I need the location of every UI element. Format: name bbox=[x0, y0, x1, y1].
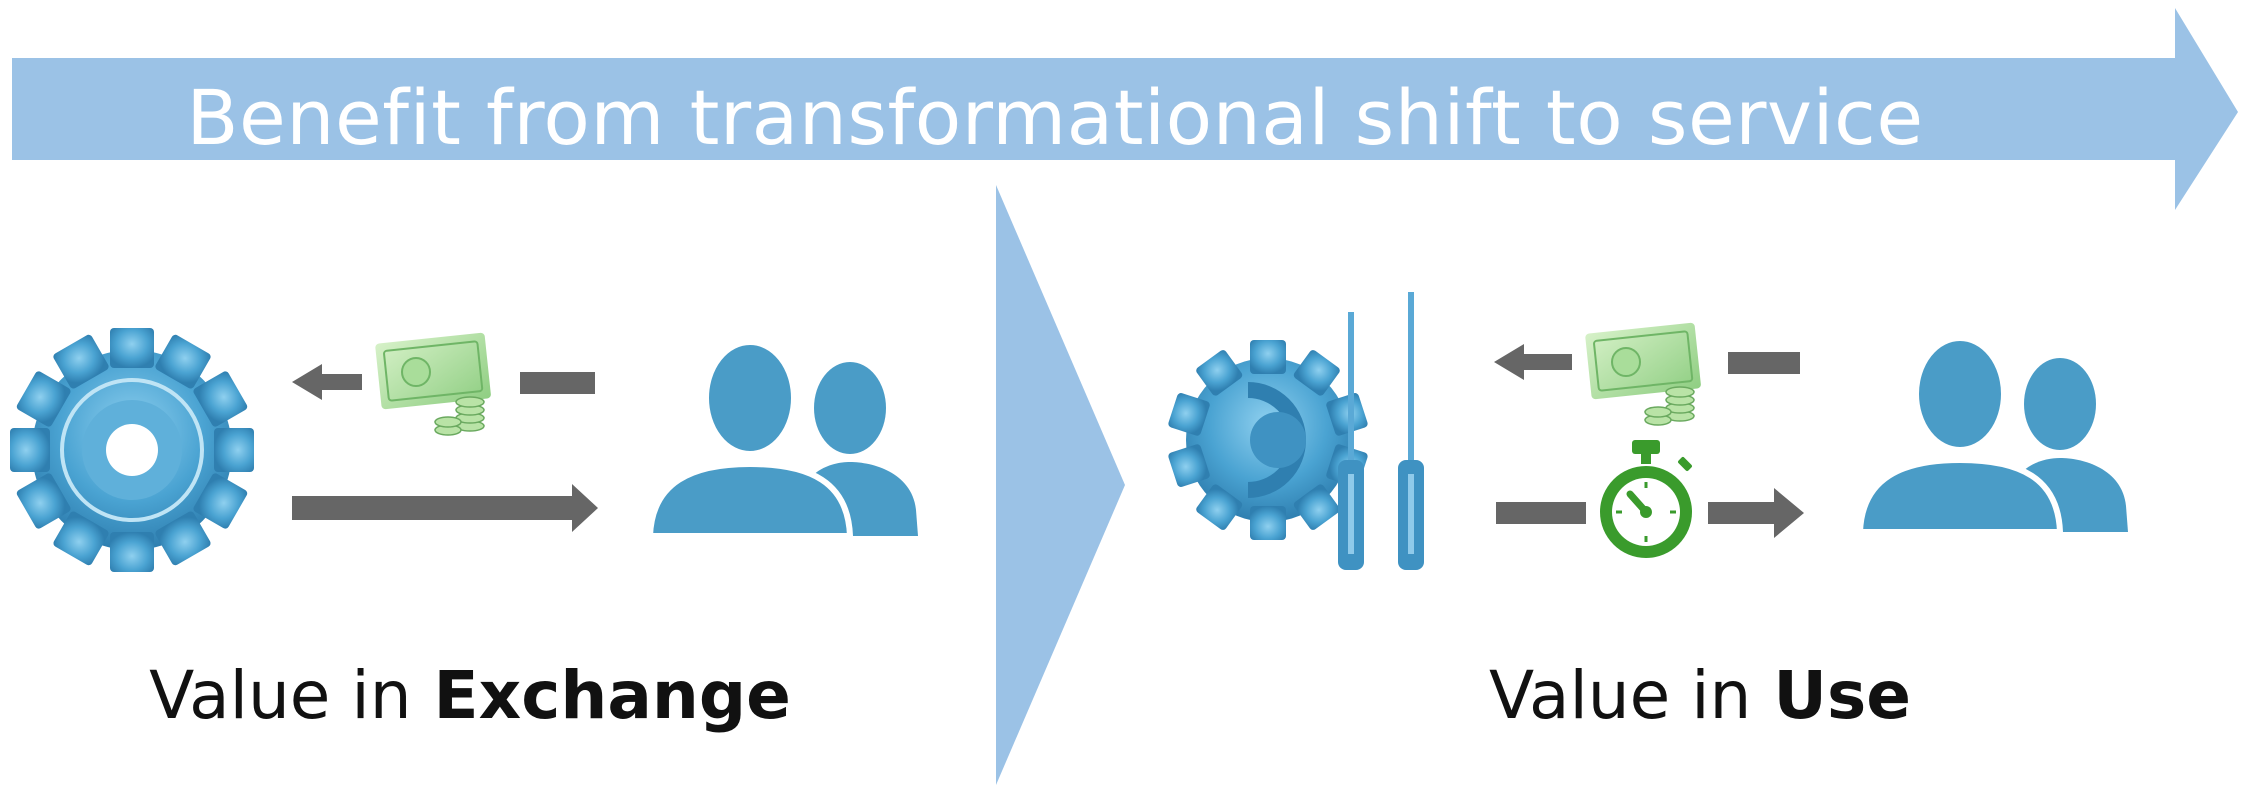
gear-tools-icon bbox=[1168, 292, 1424, 570]
arrow-gear-to-users bbox=[292, 484, 598, 532]
caption-prefix: Value in bbox=[149, 656, 412, 734]
arrow-money-to-provider bbox=[1494, 344, 1800, 380]
caption-prefix: Value in bbox=[1488, 656, 1752, 734]
users-icon bbox=[1856, 335, 2128, 535]
gear-icon bbox=[10, 328, 254, 572]
users-icon bbox=[646, 339, 918, 539]
divider-chevron bbox=[996, 185, 1125, 785]
money-icon bbox=[375, 332, 491, 436]
stopwatch-icon bbox=[1600, 440, 1692, 558]
banner-arrow bbox=[12, 8, 2238, 210]
arrow-service-to-users bbox=[1496, 488, 1804, 538]
caption-value-in-exchange: Value in Exchange bbox=[140, 650, 800, 740]
arrow-money-to-gear bbox=[292, 364, 595, 400]
banner-title: Benefit from transformational shift to s… bbox=[186, 72, 1924, 162]
money-icon bbox=[1585, 322, 1701, 426]
caption-bold-term: Use bbox=[1773, 656, 1912, 734]
caption-value-in-use: Value in Use bbox=[1440, 650, 1960, 740]
caption-bold-term: Exchange bbox=[433, 656, 791, 734]
